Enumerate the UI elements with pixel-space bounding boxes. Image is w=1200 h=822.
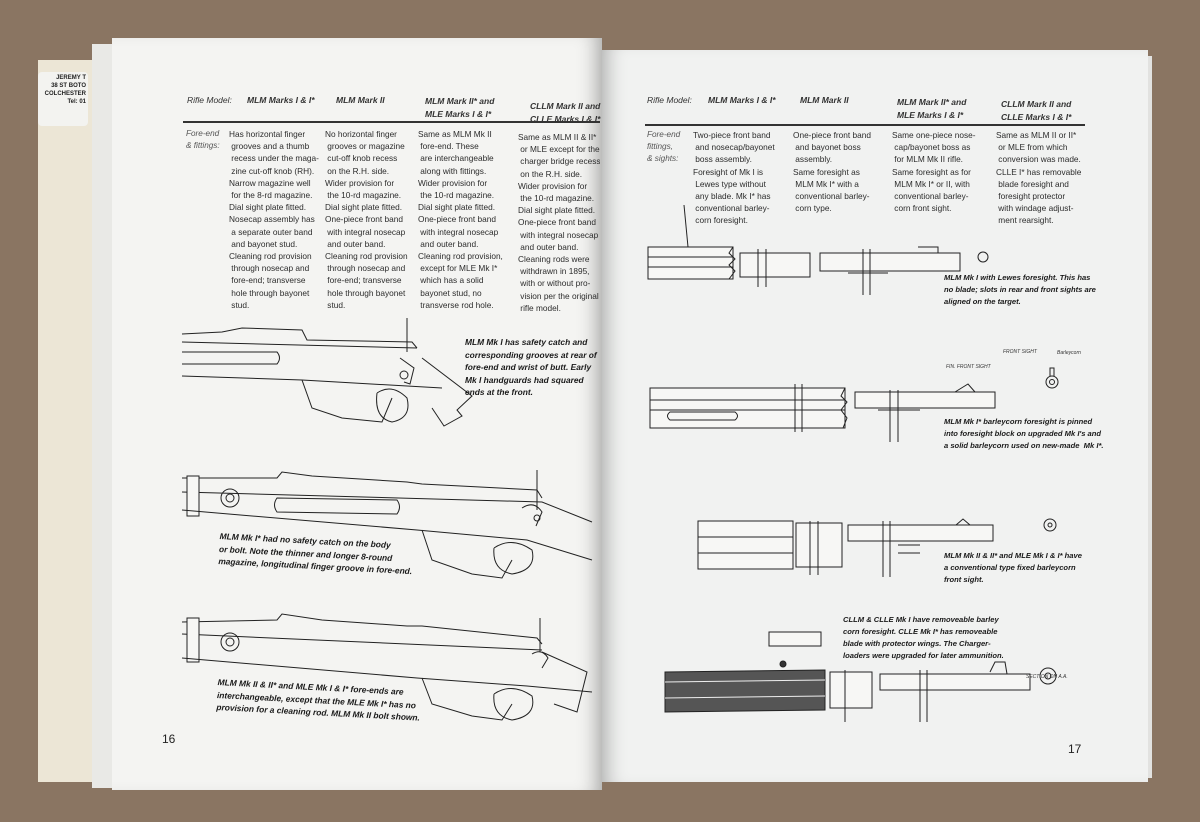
table-cell: Same as MLM II & II* or MLE except for t…	[518, 132, 600, 313]
table-cell: Has horizontal finger grooves and a thum…	[229, 129, 319, 310]
drawing-label: Barleycorn	[1057, 350, 1081, 356]
table-cell: Same as MLM Mk II fore-end. These are in…	[418, 129, 503, 310]
rifle-drawing-mlm-mk1-star	[181, 470, 593, 579]
table-rule	[183, 121, 600, 123]
column-header: CLLM Mark II and CLLE Marks I & I*	[1001, 99, 1072, 122]
column-header: MLM Marks I & I*	[708, 95, 776, 105]
drawing-label: SECTION ON A.A.	[1026, 674, 1068, 680]
bookseller-sticker: JEREMY T 38 ST BOTO COLCHESTER Tel: 01	[38, 72, 88, 126]
barrel-drawing-charger-loader	[664, 631, 1057, 722]
page-number: 16	[162, 732, 176, 746]
barrel-drawing-mk2	[697, 518, 994, 577]
column-header: CLLM Mark II and CLLE Marks I & I*	[530, 101, 601, 124]
sticker-line: JEREMY T	[56, 75, 86, 81]
left-page	[112, 38, 602, 790]
caption: MLM Mk II & II* and MLE Mk I & I* have a…	[944, 551, 1082, 584]
caption: MLM Mk I* barleycorn foresight is pinned…	[944, 417, 1104, 450]
table-cell: No horizontal finger grooves or magazine…	[325, 129, 408, 310]
barrel-drawing-mk1-star	[649, 383, 996, 442]
barrel-drawing-lewes	[647, 204, 989, 295]
caption: MLM Mk I with Lewes foresight. This has …	[944, 273, 1096, 306]
table-cell: One-piece front band and bayonet boss as…	[793, 130, 871, 214]
caption: MLM Mk I has safety catch and correspond…	[465, 337, 597, 398]
column-header: MLM Mark II* and MLE Marks I & I*	[425, 96, 495, 119]
table-cell: Same as MLM II or II* or MLE from which …	[996, 130, 1082, 226]
foresight-section-detail	[1043, 518, 1057, 532]
table-cell: Two-piece front band and nosecap/bayonet…	[693, 130, 775, 226]
rifle-drawing-mlm-mk2	[181, 613, 593, 721]
sticker-line: Tel: 01	[67, 99, 86, 105]
page-number: 17	[1068, 742, 1082, 756]
drawing-label: FRONT SIGHT	[1003, 349, 1037, 355]
row-label: Rifle Model:	[187, 95, 232, 105]
column-header: MLM Mark II	[336, 95, 385, 105]
table-rule	[645, 124, 1085, 126]
caption: CLLM & CLLE Mk I have removeable barley …	[843, 615, 1004, 660]
section-label: Fore-end fittings, & sights:	[647, 130, 681, 163]
sticker-line: 38 ST BOTO	[51, 83, 86, 89]
drawing-label: FIN. FRONT SIGHT	[946, 364, 991, 370]
rifle-drawing-mlm-mk1	[181, 318, 473, 427]
column-header: MLM Mark II* and MLE Marks I & I*	[897, 97, 967, 120]
barleycorn-sight-detail	[1045, 367, 1059, 389]
column-header: MLM Marks I & I*	[247, 95, 315, 105]
table-cell: Same one-piece nose- cap/bayonet boss as…	[892, 130, 976, 214]
section-label: Fore-end & fittings:	[186, 129, 220, 150]
column-header: MLM Mark II	[800, 95, 849, 105]
sticker-line: COLCHESTER	[44, 91, 86, 97]
row-label: Rifle Model:	[647, 95, 692, 105]
